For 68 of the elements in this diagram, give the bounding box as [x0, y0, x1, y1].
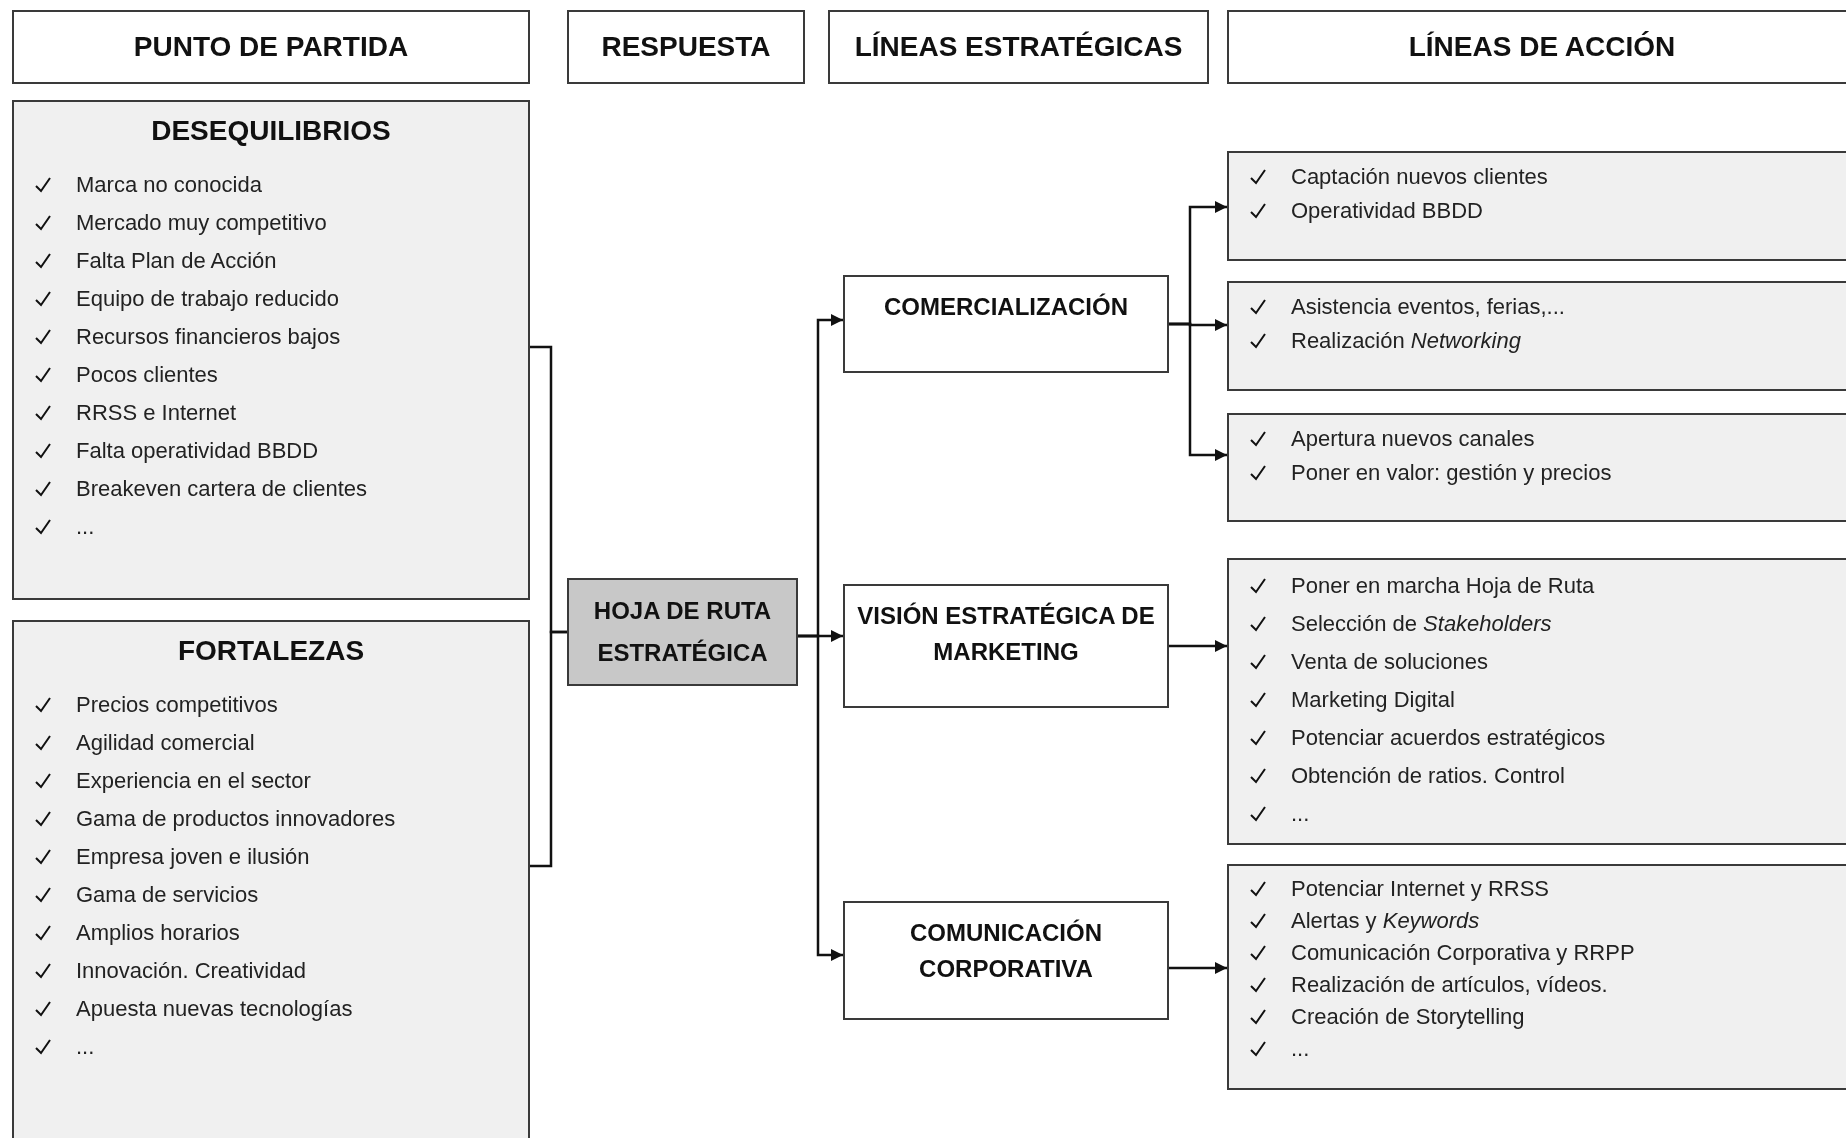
central-box: [567, 578, 798, 686]
connector-arrow: [1169, 961, 1227, 975]
strategy-box: [843, 584, 1169, 708]
header-text: RESPUESTA: [601, 30, 771, 65]
box-title: COMERCIALIZACIÓN: [884, 292, 1128, 322]
list-item: ...: [1291, 1036, 1310, 1062]
list-item: Recursos financieros bajos: [76, 323, 341, 350]
action-panel: [1227, 864, 1846, 1090]
column-header: [1227, 10, 1846, 84]
list-item: Asistencia eventos, ferias,...: [1291, 294, 1565, 320]
list-item: Breakeven cartera de clientes: [76, 475, 368, 502]
list-item: Experiencia en el sector: [76, 767, 311, 794]
box-title: VISIÓN ESTRATÉGICA DE MARKETING: [856, 601, 1156, 667]
list-item: Precios competitivos: [76, 691, 278, 718]
list-item: Empresa joven e ilusión: [76, 843, 310, 870]
list-item: Alertas y Keywords: [1291, 908, 1480, 934]
list-item: Selección de Stakeholders: [1291, 611, 1552, 637]
list-panel: [12, 620, 530, 1138]
panel-heading: DESEQUILIBRIOS: [150, 114, 392, 148]
list-item: Marketing Digital: [1291, 687, 1455, 713]
list-item: Venta de soluciones: [1291, 649, 1488, 675]
list-item: Marca no conocida: [76, 171, 262, 198]
box-title: COMUNICACIÓN CORPORATIVA: [909, 918, 1103, 984]
list-item: ...: [1291, 801, 1310, 827]
list-item: ...: [76, 1033, 95, 1060]
connector-arrow: [798, 634, 843, 962]
action-panel: [1227, 151, 1846, 261]
list-item: Equipo de trabajo reducido: [76, 285, 339, 312]
list-panel: [12, 100, 530, 600]
list-item: Realización Networking: [1291, 328, 1521, 354]
list-item: Falta operatividad BBDD: [76, 437, 319, 464]
list-item: Amplios horarios: [76, 919, 240, 946]
list-item: Realización de artículos, vídeos.: [1291, 972, 1608, 998]
list-item: Operatividad BBDD: [1291, 198, 1483, 224]
list-item: Potenciar acuerdos estratégicos: [1291, 725, 1606, 751]
strategy-box: [843, 901, 1169, 1020]
action-panel: [1227, 558, 1846, 845]
column-header: [567, 10, 805, 84]
connector-arrow: [1169, 639, 1227, 653]
column-header: [12, 10, 530, 84]
list-item: Captación nuevos clientes: [1291, 164, 1548, 190]
list-item: Potenciar Internet y RRSS: [1291, 876, 1549, 902]
connector-arrow: [1169, 322, 1227, 462]
list-item: Apuesta nuevas tecnologías: [76, 995, 353, 1022]
header-text: LÍNEAS DE ACCIÓN: [1408, 30, 1676, 65]
action-panel: [1227, 281, 1846, 391]
list-item: Poner en marcha Hoja de Ruta: [1291, 573, 1595, 599]
header-text: LÍNEAS ESTRATÉGICAS: [854, 30, 1183, 65]
list-item: Comunicación Corporativa y RRPP: [1291, 940, 1635, 966]
list-item: Gama de productos innovadores: [76, 805, 396, 832]
list-item: Innovación. Creatividad: [76, 957, 306, 984]
list-item: ...: [76, 513, 95, 540]
strategy-box: [843, 275, 1169, 373]
list-item: Poner en valor: gestión y precios: [1291, 460, 1612, 486]
panel-heading: FORTALEZAS: [176, 634, 366, 668]
list-item: Mercado muy competitivo: [76, 209, 327, 236]
list-item: Falta Plan de Acción: [76, 247, 277, 274]
header-text: PUNTO DE PARTIDA: [133, 30, 409, 65]
list-item: Creación de Storytelling: [1291, 1004, 1525, 1030]
list-item: Apertura nuevos canales: [1291, 426, 1535, 452]
column-header: [828, 10, 1209, 84]
list-item: RRSS e Internet: [76, 399, 237, 426]
list-item: Agilidad comercial: [76, 729, 255, 756]
list-item: Gama de servicios: [76, 881, 259, 908]
box-title: HOJA DE RUTA ESTRATÉGICA: [592, 596, 773, 668]
action-panel: [1227, 413, 1846, 522]
list-item: Pocos clientes: [76, 361, 218, 388]
list-item: Obtención de ratios. Control: [1291, 763, 1565, 789]
